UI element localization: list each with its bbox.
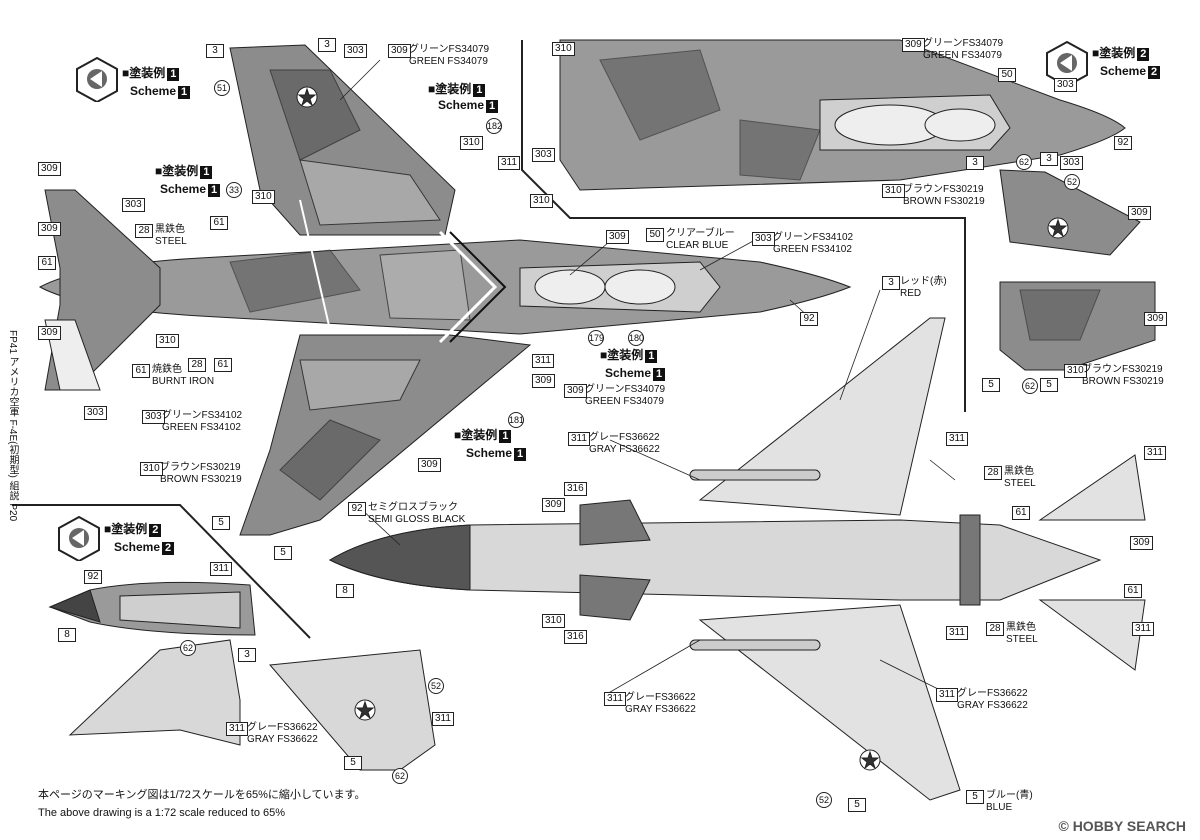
scale-note-jp: 本ページのマーキング図は1/72スケールを65%に縮小しています。 (38, 789, 366, 801)
part-310: 310 (156, 334, 179, 348)
part-311: 311 (1132, 622, 1154, 636)
part-303: 303 (344, 44, 367, 58)
decal-181: 181 (508, 412, 524, 428)
part-8: 8 (336, 584, 354, 598)
part-303: 303 (122, 198, 145, 212)
decal-180: 180 (628, 330, 644, 346)
part-8: 8 (58, 628, 76, 642)
part-309: 309 (532, 374, 555, 388)
bottom-view (328, 317, 1146, 801)
part-5: 5 (344, 756, 362, 770)
part-5: 5 (1040, 378, 1058, 392)
decal-51: 51 (214, 80, 230, 96)
part-5: 5 (274, 546, 292, 560)
decal-62: 62 (1022, 378, 1038, 394)
frame-line-bottom-left (12, 504, 311, 639)
decal-52: 52 (428, 678, 444, 694)
part-3: 3 (966, 156, 984, 170)
part-3: 3 (1040, 152, 1058, 166)
part-311: 311 (210, 562, 232, 576)
part-309: 309 (1128, 206, 1151, 220)
part-311: 311 (532, 354, 554, 368)
top-view-scheme1 (38, 44, 852, 536)
part-61: 61 (214, 358, 232, 372)
watermark-logo: © HOBBY SEARCH (1058, 818, 1186, 834)
part-309: 309 (418, 458, 441, 472)
part-303: 303 (532, 148, 555, 162)
part-50: 50 (998, 68, 1016, 82)
top-view-scheme2 (559, 39, 1156, 371)
decal-182: 182 (486, 118, 502, 134)
scheme2-badge-icon-b (58, 515, 100, 561)
scale-note-en: The above drawing is a 1:72 scale reduce… (38, 807, 286, 819)
decal-52: 52 (816, 792, 832, 808)
part-310: 310 (530, 194, 553, 208)
nose-detail-scheme2 (48, 581, 436, 771)
part-61: 61 (38, 256, 56, 270)
page-side-label: FP41 アメリカ空軍 F-4E(初期型) 組説 P20 (7, 330, 18, 522)
part-311: 311 (946, 626, 968, 640)
part-316: 316 (564, 482, 587, 496)
part-309: 309 (542, 498, 565, 512)
decal-33: 33 (226, 182, 242, 198)
part-5: 5 (212, 516, 230, 530)
part-309: 309 (1130, 536, 1153, 550)
part-3: 3 (318, 38, 336, 52)
decal-62: 62 (392, 768, 408, 784)
part-316: 316 (564, 630, 587, 644)
part-61: 61 (210, 216, 228, 230)
part-28: 28 (188, 358, 206, 372)
part-310: 310 (542, 614, 565, 628)
part-309: 309 (38, 326, 61, 340)
part-309: 309 (38, 222, 61, 236)
part-311: 311 (432, 712, 454, 726)
part-310: 309 (38, 162, 61, 176)
part-303: 303 (1054, 78, 1077, 92)
decal-52: 52 (1064, 174, 1080, 190)
part-311: 311 (946, 432, 968, 446)
part-303: 303 (84, 406, 107, 420)
part-309: 309 (1144, 312, 1167, 326)
part-303: 303 (1060, 156, 1083, 170)
part-92: 92 (84, 570, 102, 584)
part-310: 310 (552, 42, 575, 56)
part-311: 311 (498, 156, 520, 170)
part-5: 5 (982, 378, 1000, 392)
part-92: 92 (800, 312, 818, 326)
decal-179: 179 (588, 330, 604, 346)
scheme2-badge-icon (1046, 40, 1088, 86)
part-61: 61 (1124, 584, 1142, 598)
frame-line-top (521, 40, 966, 412)
part-61: 61 (1012, 506, 1030, 520)
part-309: 309 (606, 230, 629, 244)
part-310: 310 (460, 136, 483, 150)
scheme1-badge-icon (76, 56, 118, 102)
decal-62: 62 (180, 640, 196, 656)
part-310: 310 (252, 190, 275, 204)
part-311: 311 (1144, 446, 1166, 460)
part-3: 3 (206, 44, 224, 58)
decal-62: 62 (1016, 154, 1032, 170)
part-61: 61 (132, 364, 150, 378)
leader-lines (339, 59, 956, 696)
part-3: 3 (238, 648, 256, 662)
part-5: 5 (848, 798, 866, 812)
part-92: 92 (1114, 136, 1132, 150)
